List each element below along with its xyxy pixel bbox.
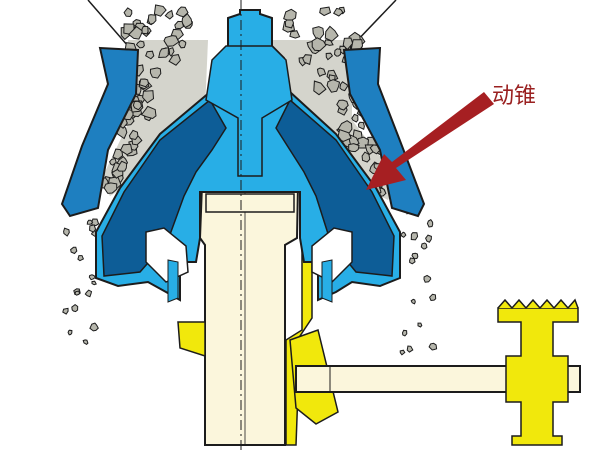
ore-rock <box>128 129 139 141</box>
head-cap <box>205 45 293 177</box>
ore-rock <box>324 25 339 42</box>
ore-rock <box>138 78 150 88</box>
ore-rock <box>333 48 342 57</box>
ore-rock <box>409 257 416 265</box>
ore-rock <box>348 143 360 153</box>
head-rib-right <box>321 259 333 303</box>
ore-rock <box>325 52 334 61</box>
ore-rock <box>84 289 93 298</box>
ore-rock <box>337 128 352 142</box>
ore-rock <box>119 143 133 156</box>
ore-rock <box>141 25 149 35</box>
ore-rock <box>326 79 341 93</box>
ore-rock <box>77 255 85 262</box>
ore-rock <box>142 90 155 104</box>
ore-rock <box>164 9 174 20</box>
ore-rock <box>174 20 185 30</box>
ore-rock <box>123 7 133 18</box>
pulley <box>497 307 579 446</box>
ore-rock <box>63 227 70 237</box>
ore-rock <box>313 80 327 96</box>
ore-rock <box>158 46 170 59</box>
ore-rock <box>89 322 99 332</box>
annotation-arrow <box>366 92 494 190</box>
ore-rock <box>429 293 437 302</box>
ore-rock <box>400 231 407 238</box>
bowl-liner-right <box>342 46 426 218</box>
ore-rock <box>312 26 325 40</box>
ore-rock <box>283 8 297 21</box>
ore-rock <box>339 81 349 92</box>
ore-rock <box>423 274 432 283</box>
ore-rock <box>401 329 408 337</box>
ore-rock <box>132 100 143 111</box>
ore-rock <box>86 219 94 225</box>
bushing-flange-left <box>177 321 206 358</box>
ore-rock <box>149 67 162 79</box>
ore-rock <box>316 67 327 77</box>
shaft-top <box>205 193 295 213</box>
ore-rock <box>67 329 73 336</box>
ore-rock <box>411 252 419 260</box>
ore-rock <box>91 280 97 286</box>
ore-rock <box>319 6 332 17</box>
ore-rock <box>336 99 349 111</box>
ore-rock <box>289 30 301 39</box>
bowl-liner-left <box>60 46 140 218</box>
ore-rock <box>116 160 128 172</box>
ore-rock <box>108 157 117 166</box>
ore-rock <box>175 6 189 18</box>
ore-rock <box>410 232 419 241</box>
ore-rock <box>181 12 193 29</box>
ore-rock <box>420 242 428 250</box>
ore-rock <box>323 39 334 46</box>
ore-rock <box>168 54 181 66</box>
ore-rock <box>178 39 187 49</box>
ore-rock <box>426 219 434 228</box>
feed-guide-left <box>87 0 129 47</box>
moving-cone-label: 动锥 <box>492 84 537 109</box>
ore-rock <box>135 40 145 49</box>
ore-rock <box>410 298 416 305</box>
ore-rock <box>128 25 144 40</box>
ore-rock <box>153 4 167 17</box>
ore-rock <box>406 345 414 353</box>
ore-rock <box>62 307 69 315</box>
ore-rock <box>425 234 432 243</box>
ore-rock <box>399 349 406 356</box>
ore-rock <box>140 105 157 120</box>
ore-rock <box>70 246 78 255</box>
main-shaft <box>198 184 300 446</box>
ore-rock <box>103 182 118 194</box>
ore-rock <box>428 342 438 351</box>
ore-rock <box>357 121 365 131</box>
ore-rock <box>82 339 89 346</box>
ore-rock <box>147 14 157 25</box>
ore-rock <box>74 290 81 296</box>
ore-rock <box>417 322 423 328</box>
ore-rock <box>71 303 79 313</box>
ore-rock <box>332 7 344 17</box>
pulley-teeth <box>497 298 579 310</box>
ore-rock <box>89 224 97 233</box>
ore-rock <box>88 274 97 281</box>
ore-rock <box>351 113 359 123</box>
ore-rock <box>163 35 180 47</box>
ore-rock <box>145 50 155 60</box>
head-rib-left <box>167 259 179 303</box>
ore-rock <box>311 37 327 52</box>
ore-rock <box>302 54 312 66</box>
ore-rock <box>342 37 354 51</box>
